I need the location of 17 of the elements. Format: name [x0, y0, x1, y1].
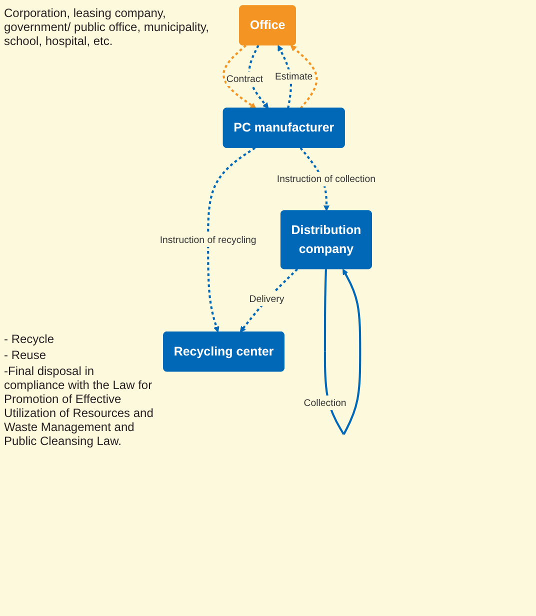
- arrow: [240, 268, 298, 332]
- edge-label: Estimate: [275, 70, 313, 82]
- edge-label: Instruction of collection: [277, 173, 376, 184]
- edge-label: Contract: [226, 73, 264, 84]
- arrow: [222, 44, 257, 109]
- node-note: - Reuse: [4, 348, 48, 362]
- arrow: [300, 147, 330, 212]
- edge-label: Delivery: [250, 292, 285, 304]
- arrow: [290, 45, 318, 110]
- edge-label: Instruction of recycling: [160, 234, 257, 245]
- node-note: -Final disposal in compliance with the Law for Promotion of Effective Utilization of Resources and Waste Management and Public Cleansing Law.: [4, 364, 154, 448]
- node-note: - Recycle: [4, 332, 56, 346]
- arrow: [248, 44, 269, 109]
- edge-label: Collection: [304, 396, 347, 408]
- node-note: Corporation, leasing company, government/ public office, municipality, school, hospital, etc.: [4, 6, 210, 48]
- arrow: [207, 147, 256, 332]
- arrow: [278, 45, 292, 109]
